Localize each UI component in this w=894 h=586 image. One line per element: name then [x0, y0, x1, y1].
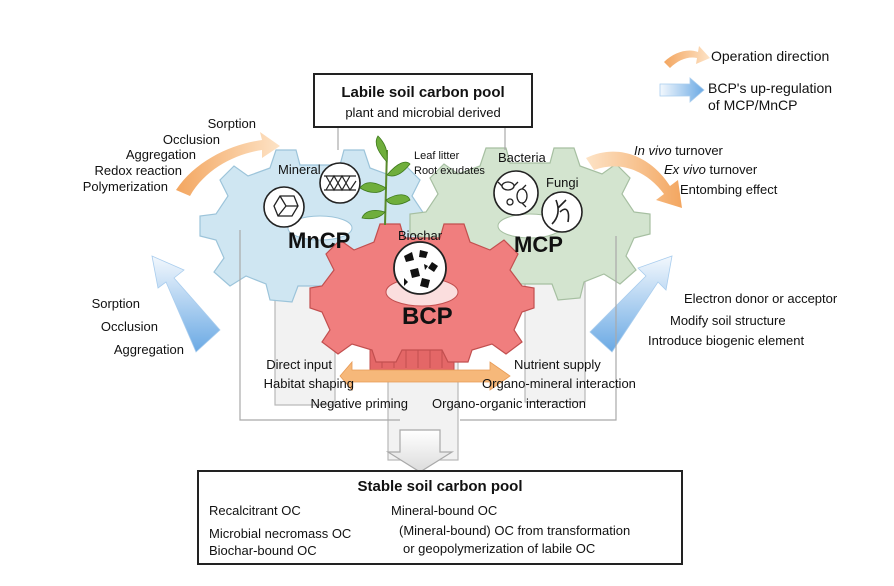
- in-vivo-italic: In vivo: [634, 143, 672, 158]
- biochar-icon: [393, 241, 447, 295]
- ex-vivo-italic: Ex vivo: [664, 162, 706, 177]
- legend-operation-label: Operation direction: [711, 48, 830, 64]
- bacteria-label: Bacteria: [498, 150, 546, 165]
- upregulation-arrows: [151, 77, 705, 353]
- operation-arrows: [176, 46, 710, 392]
- mineral-icons: [263, 162, 361, 228]
- ex-vivo-turnover: Ex vivo turnover: [664, 162, 757, 178]
- mcp-label: MCP: [514, 232, 563, 257]
- bcp-right-effect-3: Organo-organic interaction: [432, 396, 586, 411]
- stable-item-recalcitrant: Recalcitrant OC: [209, 503, 301, 518]
- entombing-effect: Entombing effect: [680, 182, 778, 197]
- plant-leaf-litter: Leaf litter: [414, 150, 460, 162]
- biochar-label: Biochar: [398, 228, 443, 243]
- stable-item-mineral-bound: Mineral-bound OC: [391, 503, 498, 518]
- in-vivo-rest: turnover: [671, 143, 723, 158]
- mncp-process-5: Polymerization: [82, 179, 168, 194]
- stable-item-necromass: Microbial necromass OC: [209, 526, 352, 541]
- stable-item-transformation: (Mineral-bound) OC from transformation: [399, 523, 631, 538]
- stable-item-biochar-bound: Biochar-bound OC: [209, 543, 317, 558]
- mineral-mesh-icon: [319, 162, 361, 204]
- bcp-mcp-2: Modify soil structure: [670, 313, 786, 328]
- flow-lines: [239, 128, 617, 421]
- bcp-left-effect-2: Habitat shaping: [263, 376, 354, 391]
- labile-pool-subtitle: plant and microbial derived: [345, 105, 501, 120]
- stable-pool-title: Stable soil carbon pool: [357, 478, 523, 495]
- plant-root-exudates: Root exudates: [414, 165, 485, 177]
- labile-pool-box: Labile soil carbon pool plant and microb…: [313, 73, 533, 128]
- mncp-process-1: Sorption: [207, 116, 256, 131]
- bcp-label: BCP: [402, 303, 453, 330]
- bcp-mncp-2: Occlusion: [100, 319, 158, 334]
- microbe-icons: [493, 170, 583, 233]
- stable-item-geopolymerization: or geopolymerization of labile OC: [403, 541, 596, 556]
- right-orange-arrow: [586, 151, 682, 208]
- bcp-left-effect-1: Direct input: [266, 357, 332, 372]
- bcp-mncp-3: Aggregation: [113, 342, 184, 357]
- bcp-right-effect-1: Nutrient supply: [514, 357, 601, 372]
- fungi-label: Fungi: [546, 175, 579, 190]
- legend-upregulation-line2: of MCP/MnCP: [708, 97, 798, 113]
- left-blue-arrow: [151, 255, 221, 353]
- in-vivo-turnover: In vivo turnover: [634, 143, 723, 159]
- stable-pool-box: Stable soil carbon pool Recalcitrant OC …: [197, 470, 683, 565]
- fungi-icon: [541, 191, 583, 233]
- left-orange-arrow: [176, 132, 280, 196]
- ex-vivo-rest: turnover: [705, 162, 758, 177]
- down-arrow: [385, 429, 455, 473]
- legend-orange-arrow: [664, 46, 710, 68]
- bcp-mncp-1: Sorption: [91, 296, 140, 311]
- labile-pool-title: Labile soil carbon pool: [341, 84, 505, 101]
- bcp-mcp-1: Electron donor or acceptor: [684, 291, 838, 306]
- bcp-right-effect-2: Organo-mineral interaction: [482, 376, 636, 391]
- mncp-label: MnCP: [288, 228, 351, 253]
- mncp-process-3: Aggregation: [125, 147, 196, 162]
- bcp-left-effect-3: Negative priming: [310, 396, 408, 411]
- plant-icon: [359, 135, 411, 226]
- legend-blue-arrow: [659, 77, 705, 103]
- mncp-process-4: Redox reaction: [94, 163, 182, 178]
- bcp-mcp-3: Introduce biogenic element: [648, 333, 805, 348]
- right-blue-arrow: [589, 255, 673, 353]
- bottom-orange-arrow: [339, 360, 511, 392]
- mncp-process-2: Occlusion: [162, 132, 220, 147]
- bacteria-icon: [493, 170, 539, 216]
- mineral-label: Mineral: [278, 162, 321, 177]
- legend-upregulation-line1: BCP's up-regulation: [708, 80, 833, 96]
